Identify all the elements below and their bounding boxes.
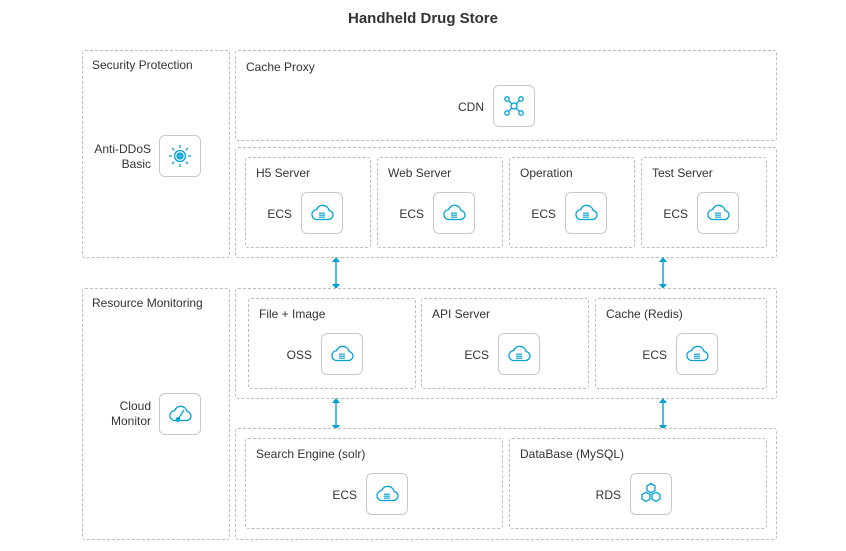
resource-monitoring-label: Resource Monitoring (92, 296, 203, 310)
security-protection-label: Security Protection (92, 58, 193, 72)
ecs-cloud-icon (498, 333, 540, 375)
cache-proxy-group: Cache Proxy CDN (235, 50, 777, 141)
ecs-cloud-icon (565, 192, 607, 234)
rds-label: RDS (595, 488, 621, 502)
search-ecs-label: ECS (332, 488, 357, 502)
api-server-label: API Server (432, 307, 491, 321)
test-ecs-label: ECS (663, 207, 688, 221)
oss-cloud-icon (321, 333, 363, 375)
file-image-label: File + Image (259, 307, 326, 321)
cdn-network-icon (493, 85, 535, 127)
h5-ecs-label: ECS (267, 207, 292, 221)
rds-hexagon-icon (630, 473, 672, 515)
database-box: DataBase (MySQL) RDS (509, 438, 767, 529)
ddos-shield-icon (159, 135, 201, 177)
operation-ecs-label: ECS (531, 207, 556, 221)
double-arrow-icon (657, 397, 669, 436)
test-server-label: Test Server (652, 166, 713, 180)
ecs-cloud-icon (301, 192, 343, 234)
file-image-box: File + Image OSS (248, 298, 416, 389)
ecs-cloud-icon (697, 192, 739, 234)
api-server-box: API Server ECS (421, 298, 589, 389)
operation-box: Operation ECS (509, 157, 635, 248)
cache-redis-box: Cache (Redis) ECS (595, 298, 767, 389)
security-protection-group: Security Protection Anti-DDoS Basic (82, 50, 230, 258)
cloud-monitor-icon (159, 393, 201, 435)
web-server-box: Web Server ECS (377, 157, 503, 248)
double-arrow-icon (330, 256, 342, 295)
api-ecs-label: ECS (464, 348, 489, 362)
cache-proxy-label: Cache Proxy (246, 60, 315, 74)
anti-ddos-label: Anti-DDoS Basic (94, 142, 151, 171)
search-engine-box: Search Engine (solr) ECS (245, 438, 503, 529)
cdn-label: CDN (458, 100, 484, 114)
ecs-cloud-icon (676, 333, 718, 375)
h5-server-label: H5 Server (256, 166, 311, 180)
ecs-cloud-icon (366, 473, 408, 515)
cache-redis-label: Cache (Redis) (606, 307, 683, 321)
double-arrow-icon (657, 256, 669, 295)
operation-label: Operation (520, 166, 573, 180)
h5-server-box: H5 Server ECS (245, 157, 371, 248)
resource-monitoring-group: Resource Monitoring Cloud Monitor (82, 288, 230, 540)
cloud-monitor-label: Cloud Monitor (110, 399, 151, 428)
web-ecs-label: ECS (399, 207, 424, 221)
redis-ecs-label: ECS (642, 348, 667, 362)
database-label: DataBase (MySQL) (520, 447, 625, 461)
web-server-label: Web Server (388, 166, 452, 180)
double-arrow-icon (330, 397, 342, 436)
ecs-cloud-icon (433, 192, 475, 234)
oss-label: OSS (286, 348, 312, 362)
diagram-title: Handheld Drug Store (347, 10, 498, 27)
test-server-box: Test Server ECS (641, 157, 767, 248)
search-engine-label: Search Engine (solr) (256, 447, 366, 461)
